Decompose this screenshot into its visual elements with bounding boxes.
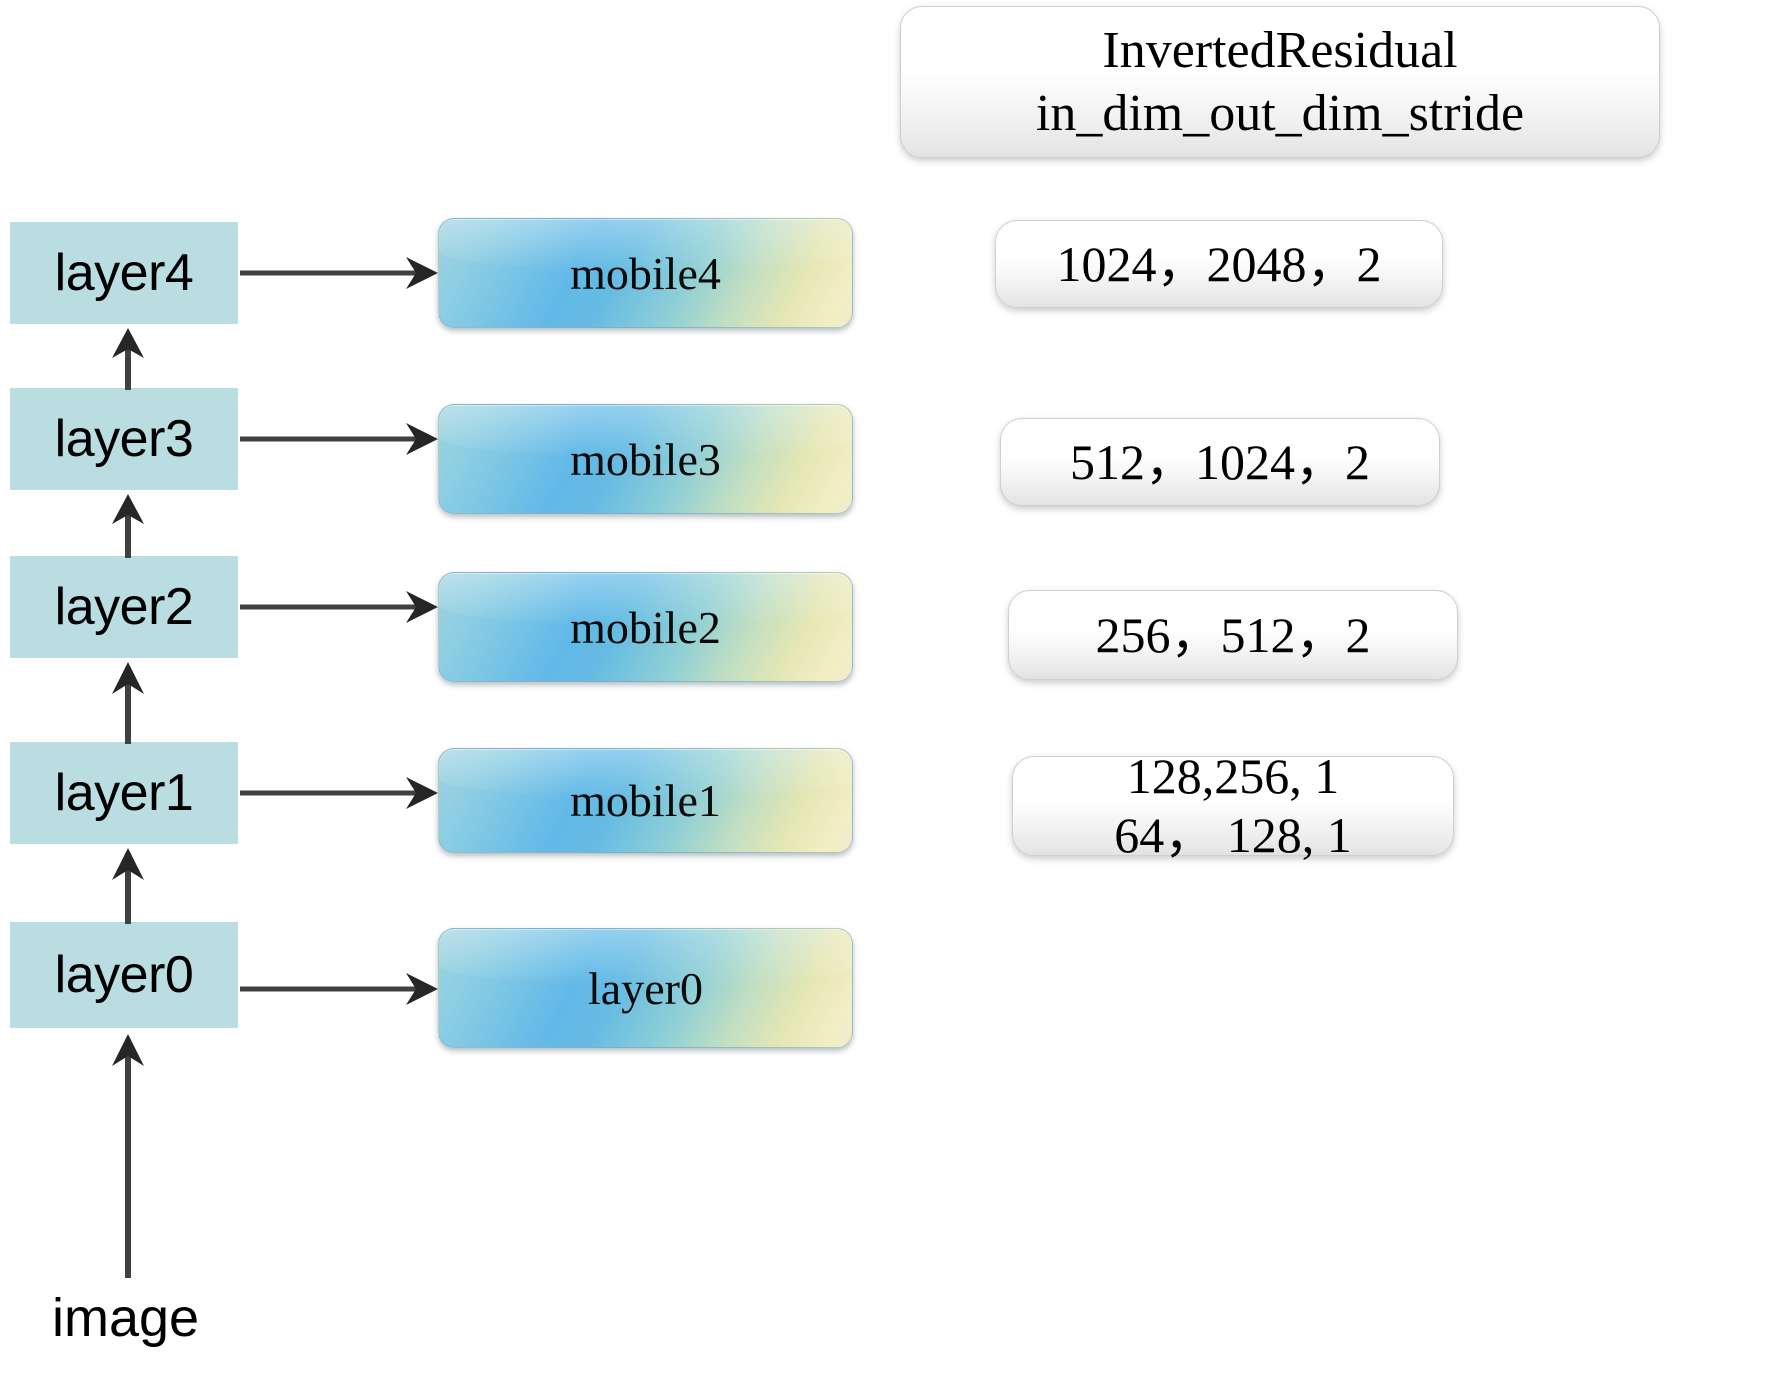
layer-box-layer2-label: layer2 [54,578,194,636]
param-box-mobile1-text: 128,256, 1 64， 128, 1 [1114,748,1352,863]
arrow-image-to-layer0 [112,1034,144,1278]
param-box-mobile4: 1024，2048，2 [995,220,1443,308]
header-box-text: InvertedResidual in_dim_out_dim_stride [1035,21,1525,142]
layer-box-layer0-label: layer0 [54,946,194,1004]
arrow-layer4-to-mobile4 [240,257,438,289]
arrow-layer1-to-layer2 [112,662,144,744]
block-mobile2-label: mobile2 [570,601,721,653]
param-box-mobile3: 512，1024，2 [1000,418,1440,506]
block-mobile1[interactable]: mobile1 [438,748,853,853]
layer-box-layer3-label: layer3 [54,410,194,468]
arrow-layer0-to-layer1 [112,848,144,924]
arrow-layer3-to-layer4 [112,328,144,390]
block-mobile3[interactable]: mobile3 [438,404,853,514]
param-box-mobile2-text: 256，512，2 [1095,606,1371,663]
layer-box-layer1-label: layer1 [54,764,194,822]
arrow-layer3-to-mobile3 [240,423,438,455]
param-box-mobile2: 256，512，2 [1008,590,1458,680]
block-layer0-label: layer0 [588,962,703,1014]
arrow-layer2-to-layer3 [112,494,144,558]
block-mobile4[interactable]: mobile4 [438,218,853,328]
param-box-mobile4-text: 1024，2048，2 [1056,235,1382,292]
arrow-layer2-to-mobile2 [240,591,438,623]
block-layer0[interactable]: layer0 [438,928,853,1048]
header-box-inverted-residual: InvertedResidual in_dim_out_dim_stride [900,6,1660,158]
block-mobile3-label: mobile3 [570,433,721,485]
layer-box-layer3[interactable]: layer3 [10,388,238,490]
input-image-label: image [52,1288,200,1348]
param-box-mobile3-text: 512，1024，2 [1070,433,1370,490]
block-mobile1-label: mobile1 [570,775,721,826]
layer-box-layer2[interactable]: layer2 [10,556,238,658]
layer-box-layer0[interactable]: layer0 [10,922,238,1028]
block-mobile4-label: mobile4 [570,247,721,299]
arrow-layer0-to-block-layer0 [240,973,438,1005]
layer-box-layer1[interactable]: layer1 [10,742,238,844]
block-mobile2[interactable]: mobile2 [438,572,853,682]
arrow-layer1-to-mobile1 [240,777,438,809]
param-box-mobile1: 128,256, 1 64， 128, 1 [1012,748,1454,863]
layer-box-layer4-label: layer4 [54,244,194,302]
layer-box-layer4[interactable]: layer4 [10,222,238,324]
